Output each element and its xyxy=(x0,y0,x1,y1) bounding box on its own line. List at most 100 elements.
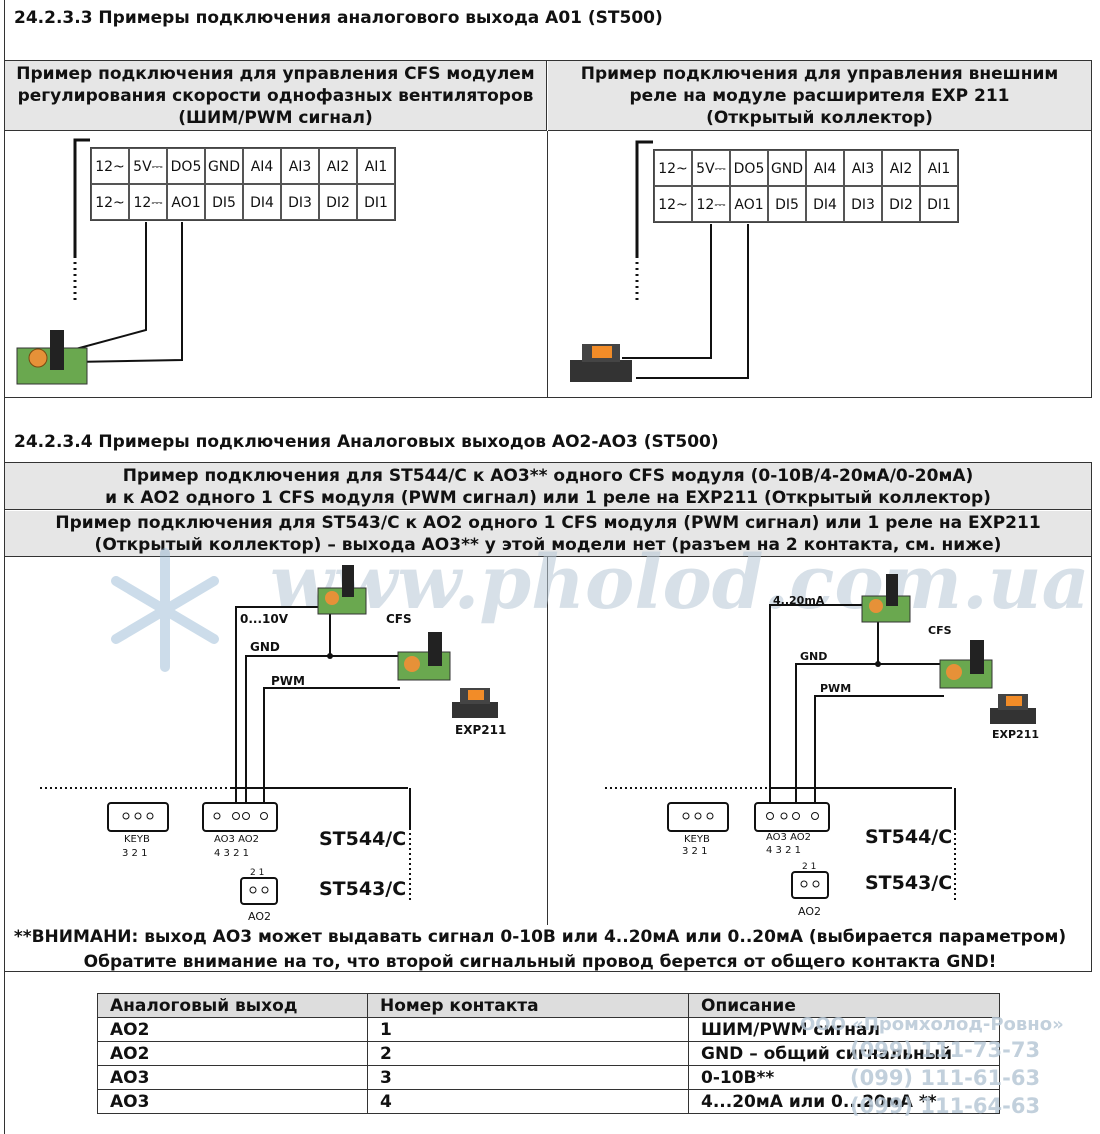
terminal-cell: DO5 xyxy=(167,148,205,184)
keyb-connector xyxy=(667,802,729,832)
table-cell: AO2 xyxy=(97,1017,368,1042)
note-line: **ВНИМАНИ: выход AO3 может выдавать сигн… xyxy=(13,927,1067,947)
table-cell: 3 xyxy=(367,1065,689,1090)
terminal-cell: 12~ xyxy=(654,186,692,222)
table-cell: AO3 xyxy=(97,1089,368,1114)
wire xyxy=(73,138,90,258)
label-cfs: CFS xyxy=(928,624,952,637)
terminal-cell: 5V⎓ xyxy=(129,148,167,184)
model-st543: ST543/C xyxy=(865,872,953,894)
cfs-module-icon xyxy=(939,640,993,689)
terminal-cell: 12~ xyxy=(91,148,129,184)
terminal-cell: 12~ xyxy=(654,150,692,186)
wire-pwm xyxy=(263,687,400,815)
header-line: Пример подключения для управления CFS мо… xyxy=(16,64,535,84)
wire xyxy=(636,224,749,379)
label-cfs: CFS xyxy=(386,612,412,626)
label-ao2-nums: 2 1 xyxy=(802,862,817,872)
warning-note: **ВНИМАНИ: выход AO3 может выдавать сигн… xyxy=(0,925,1080,975)
cfs-module-icon xyxy=(397,632,451,681)
label-signal: 4..20mA xyxy=(773,594,825,607)
section-title-2: 24.2.3.4 Примеры подключения Аналоговых … xyxy=(14,432,719,452)
terminal-cell: DI4 xyxy=(243,184,281,220)
watermark-phone: (099) 111-73-73 xyxy=(850,1038,1041,1062)
terminal-cell: DI1 xyxy=(357,184,395,220)
terminal-cell: AI4 xyxy=(243,148,281,184)
terminal-cell: 12~ xyxy=(91,184,129,220)
label-ao2-nums: 2 1 xyxy=(250,868,265,878)
label-keyb-nums: 3 2 1 xyxy=(122,848,148,859)
keyb-connector xyxy=(107,802,169,832)
terminal-cell: AI2 xyxy=(882,150,920,186)
terminal-cell: DI3 xyxy=(844,186,882,222)
section2-frame xyxy=(4,462,1092,972)
wire xyxy=(71,222,183,363)
terminal-cell: AI1 xyxy=(920,150,958,186)
terminal-cell: GND xyxy=(768,150,806,186)
relay-icon xyxy=(990,694,1036,724)
terminal-cell: DI5 xyxy=(205,184,243,220)
wire-gnd xyxy=(795,663,944,815)
wire xyxy=(635,140,653,258)
col-header: Описание xyxy=(688,993,1000,1018)
label-ao2: AO2 xyxy=(798,905,821,918)
terminal-cell: DI2 xyxy=(319,184,357,220)
label-pwm: PWM xyxy=(271,674,305,688)
terminal-cell: AI4 xyxy=(806,150,844,186)
label-keyb-nums: 3 2 1 xyxy=(682,846,708,857)
terminal-cell: AI3 xyxy=(281,148,319,184)
watermark-phone: (099) 111-64-63 xyxy=(850,1094,1041,1118)
wire-pwm xyxy=(814,695,944,815)
label-pwm: PWM xyxy=(820,682,852,695)
header-line: Пример подключения для ST544/C к AO3** о… xyxy=(122,466,974,486)
label-ao: AO3 AO2 xyxy=(766,832,811,843)
section2-header1: Пример подключения для ST544/C к AO3** о… xyxy=(5,463,1091,510)
header-line: реле на модуле расширителя EXP 211 xyxy=(629,86,1010,106)
terminal-cell: DI4 xyxy=(806,186,844,222)
right-example-header: Пример подключения для управления внешни… xyxy=(548,61,1091,131)
terminal-cell: 12⎓ xyxy=(692,186,730,222)
section2-header2: Пример подключения для ST543/C к AO2 одн… xyxy=(5,511,1091,557)
divider xyxy=(547,131,548,398)
label-ao2: AO2 xyxy=(248,910,271,923)
frame-line xyxy=(4,0,5,60)
divider xyxy=(547,557,548,925)
terminal-cell: DI1 xyxy=(920,186,958,222)
wire-gnd xyxy=(245,655,400,815)
label-keyb: KEYB xyxy=(124,834,150,845)
header-line: (ШИМ/PWM сигнал) xyxy=(178,108,373,128)
label-gnd: GND xyxy=(250,640,280,654)
wire-signal xyxy=(769,604,866,815)
terminal-cell: DI3 xyxy=(281,184,319,220)
cfs-module-icon xyxy=(317,565,367,615)
terminal-cell: AO1 xyxy=(167,184,205,220)
terminal-cell: DO5 xyxy=(730,150,768,186)
model-st543: ST543/C xyxy=(319,878,407,900)
relay-icon xyxy=(452,688,498,718)
header-line: и к AO2 одного 1 CFS модуля (PWM сигнал)… xyxy=(105,488,991,508)
terminal-cell: DI2 xyxy=(882,186,920,222)
ao-connector xyxy=(754,802,830,832)
table-cell: 1 xyxy=(367,1017,689,1042)
label-ao-nums: 4 3 2 1 xyxy=(766,845,801,856)
header-line: (Открытый коллектор) – выхода AO3** у эт… xyxy=(94,535,1002,555)
label-signal: 0...10V xyxy=(240,612,289,626)
snowflake-icon xyxy=(111,548,219,672)
model-st544: ST544/C xyxy=(865,826,953,848)
watermark-phone: (099) 111-61-63 xyxy=(850,1066,1041,1090)
label-keyb: KEYB xyxy=(684,834,710,845)
table-header-row: Аналоговый выход Номер контакта Описание xyxy=(97,993,1000,1018)
terminal-cell: AO1 xyxy=(730,186,768,222)
terminal-cell: DI5 xyxy=(768,186,806,222)
table-cell: AO2 xyxy=(97,1041,368,1066)
label-exp: EXP211 xyxy=(992,728,1040,741)
label-ao: AO3 AO2 xyxy=(214,834,259,845)
table-cell: 4 xyxy=(367,1089,689,1114)
left-example-header: Пример подключения для управления CFS мо… xyxy=(5,61,547,131)
frame-line xyxy=(4,398,5,462)
